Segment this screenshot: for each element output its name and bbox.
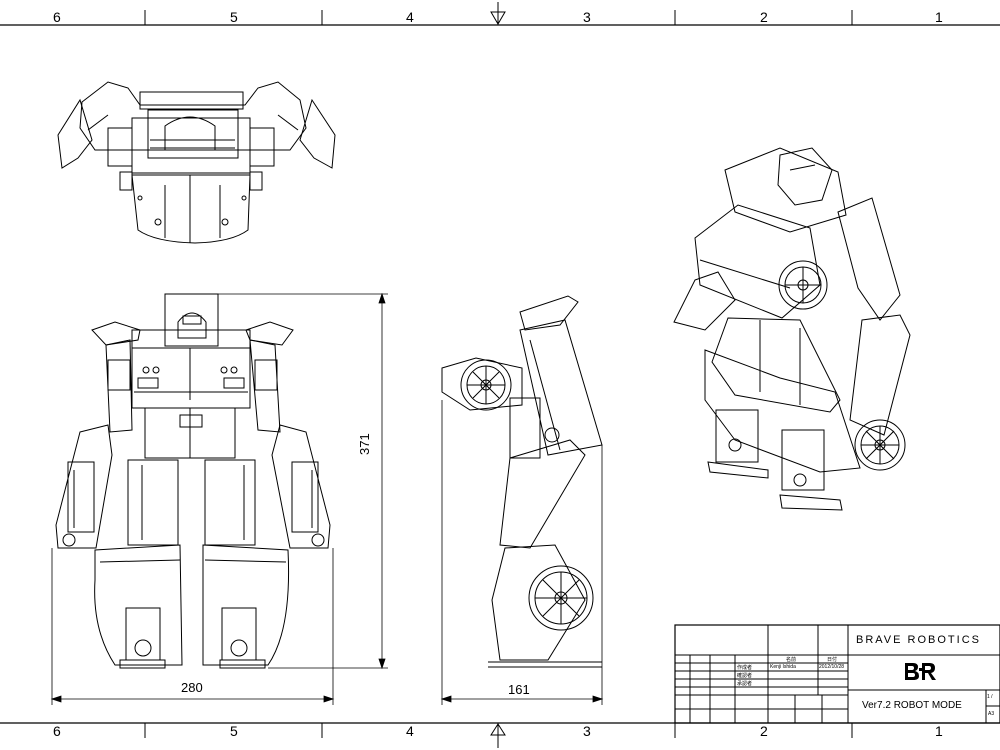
checked-by-label: 確認者 xyxy=(737,673,753,679)
zone-label-top-2: 2 xyxy=(760,9,768,25)
zone-label-top-6: 6 xyxy=(53,9,61,25)
front-view xyxy=(55,293,331,669)
centering-mark-top xyxy=(490,2,506,25)
centering-mark-bottom xyxy=(490,723,506,748)
zone-label-top-4: 4 xyxy=(406,9,414,25)
front-height-dimension xyxy=(218,292,388,670)
author-name: Kenji Ishida xyxy=(770,664,796,670)
approved-by-label: 承認者 xyxy=(737,681,753,687)
front-width-dimension xyxy=(50,548,335,705)
side-view xyxy=(441,295,603,668)
zone-label-top-1: 1 xyxy=(935,9,943,25)
size-label: A3 xyxy=(988,711,995,717)
br-logo xyxy=(905,663,936,680)
drawn-by-label: 作成者 xyxy=(737,665,753,671)
zone-label-bottom-4: 4 xyxy=(406,723,414,739)
zone-label-bottom-1: 1 xyxy=(935,723,943,739)
top-view xyxy=(57,81,336,244)
zone-label-top-5: 5 xyxy=(230,9,238,25)
zone-label-bottom-6: 6 xyxy=(53,723,61,739)
frame-border xyxy=(0,24,1000,724)
header-date-label: 日付 xyxy=(827,657,838,663)
zone-label-bottom-5: 5 xyxy=(230,723,238,739)
side-width-label: 161 xyxy=(508,682,530,697)
zone-label-bottom-3: 3 xyxy=(583,723,591,739)
header-name-label: 名前 xyxy=(786,657,797,663)
zone-label-top-3: 3 xyxy=(583,9,591,25)
title-block-frame xyxy=(674,624,1000,724)
drawing-title: Ver7.2 ROBOT MODE xyxy=(862,700,962,711)
drawn-date: 2012/10/28 xyxy=(819,664,845,670)
front-width-label: 280 xyxy=(181,680,203,695)
zone-label-bottom-2: 2 xyxy=(760,723,768,739)
sheet-label: 1 / xyxy=(987,694,993,700)
zone-ticks xyxy=(144,10,853,738)
isometric-view xyxy=(673,147,911,511)
front-height-label: 371 xyxy=(357,433,372,455)
side-width-dimension xyxy=(440,400,604,705)
company-name: BRAVE ROBOTICS xyxy=(856,634,981,646)
